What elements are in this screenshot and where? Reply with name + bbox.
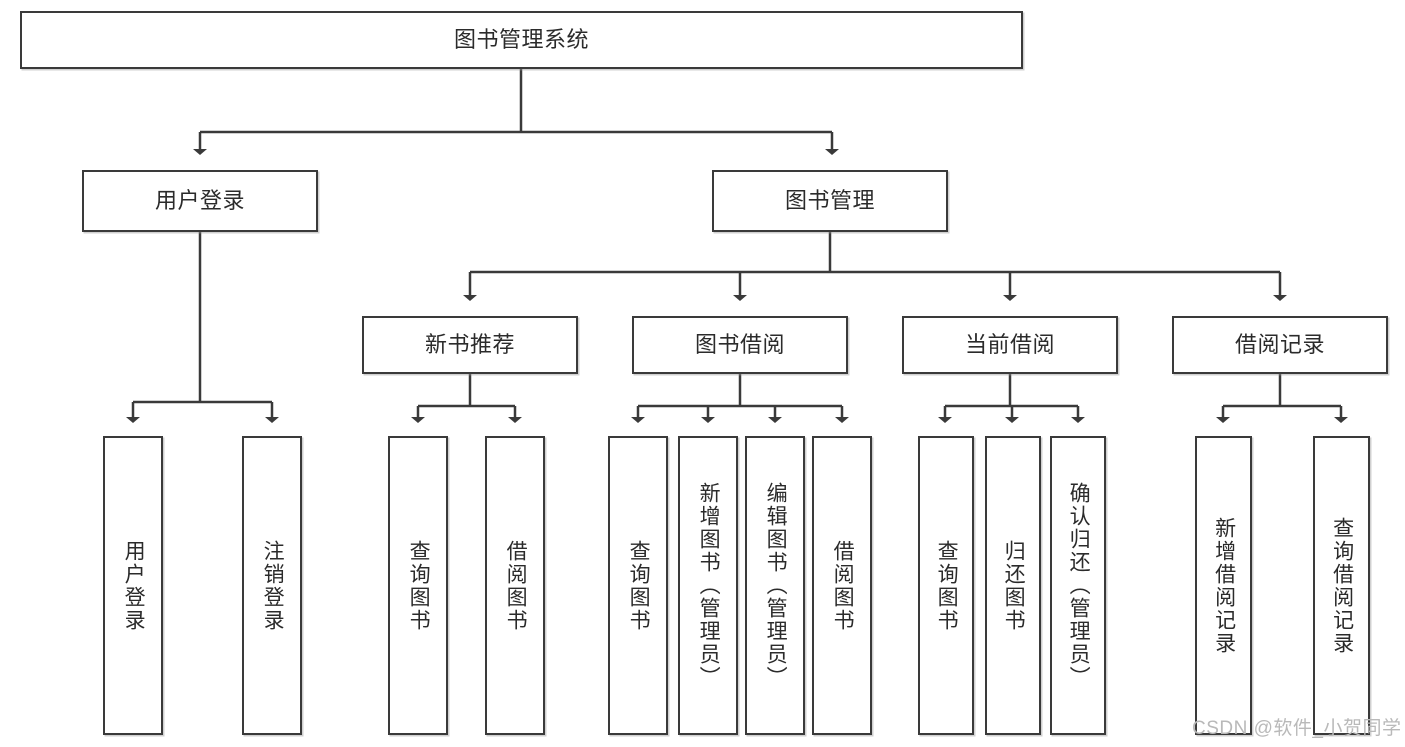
leaf-borrow-record-query-label: 查询借阅记录 bbox=[1330, 516, 1354, 655]
leaf-user-login-logout-label: 注销登录 bbox=[261, 539, 285, 632]
leaf-new-book-query-label: 查询图书 bbox=[407, 539, 431, 632]
leaf-book-borrow-query-label: 查询图书 bbox=[627, 539, 651, 632]
leaf-user-login-logout[interactable]: 注销登录 bbox=[242, 436, 302, 735]
leaf-current-borrow-confirm-label: 确认归还（管理员） bbox=[1067, 482, 1091, 689]
node-root[interactable]: 图书管理系统 bbox=[20, 11, 1023, 69]
leaf-current-borrow-return[interactable]: 归还图书 bbox=[985, 436, 1041, 735]
node-borrow-record-label: 借阅记录 bbox=[1234, 332, 1325, 358]
node-new-book-recommend[interactable]: 新书推荐 bbox=[362, 316, 578, 374]
node-book-management[interactable]: 图书管理 bbox=[712, 170, 948, 232]
leaf-user-login-login[interactable]: 用户登录 bbox=[103, 436, 163, 735]
leaf-borrow-record-add[interactable]: 新增借阅记录 bbox=[1195, 436, 1252, 735]
node-book-management-label: 图书管理 bbox=[784, 188, 875, 214]
leaf-new-book-query[interactable]: 查询图书 bbox=[388, 436, 448, 735]
leaf-current-borrow-query-label: 查询图书 bbox=[935, 539, 959, 632]
node-root-label: 图书管理系统 bbox=[453, 27, 589, 53]
node-book-borrow[interactable]: 图书借阅 bbox=[632, 316, 848, 374]
leaf-new-book-borrow-label: 借阅图书 bbox=[504, 539, 528, 632]
leaf-new-book-borrow[interactable]: 借阅图书 bbox=[485, 436, 545, 735]
node-new-book-recommend-label: 新书推荐 bbox=[424, 332, 515, 358]
node-user-login-label: 用户登录 bbox=[154, 188, 245, 214]
leaf-borrow-record-add-label: 新增借阅记录 bbox=[1212, 516, 1236, 655]
node-borrow-record[interactable]: 借阅记录 bbox=[1172, 316, 1388, 374]
node-current-borrow[interactable]: 当前借阅 bbox=[902, 316, 1118, 374]
leaf-book-borrow-add-label: 新增图书（管理员） bbox=[697, 482, 721, 689]
leaf-book-borrow-edit[interactable]: 编辑图书（管理员） bbox=[745, 436, 805, 735]
node-user-login[interactable]: 用户登录 bbox=[82, 170, 318, 232]
leaf-book-borrow-query[interactable]: 查询图书 bbox=[608, 436, 668, 735]
node-book-borrow-label: 图书借阅 bbox=[694, 332, 785, 358]
leaf-book-borrow-edit-label: 编辑图书（管理员） bbox=[764, 482, 788, 689]
leaf-current-borrow-confirm[interactable]: 确认归还（管理员） bbox=[1050, 436, 1106, 735]
leaf-book-borrow-add[interactable]: 新增图书（管理员） bbox=[678, 436, 738, 735]
leaf-borrow-record-query[interactable]: 查询借阅记录 bbox=[1313, 436, 1370, 735]
leaf-book-borrow-borrow[interactable]: 借阅图书 bbox=[812, 436, 872, 735]
leaf-current-borrow-return-label: 归还图书 bbox=[1002, 539, 1026, 632]
leaf-book-borrow-borrow-label: 借阅图书 bbox=[831, 539, 855, 632]
leaf-current-borrow-query[interactable]: 查询图书 bbox=[918, 436, 974, 735]
watermark: CSDN @软件_小贺同学 bbox=[1192, 718, 1402, 739]
leaf-user-login-login-label: 用户登录 bbox=[122, 539, 146, 632]
node-current-borrow-label: 当前借阅 bbox=[964, 332, 1055, 358]
